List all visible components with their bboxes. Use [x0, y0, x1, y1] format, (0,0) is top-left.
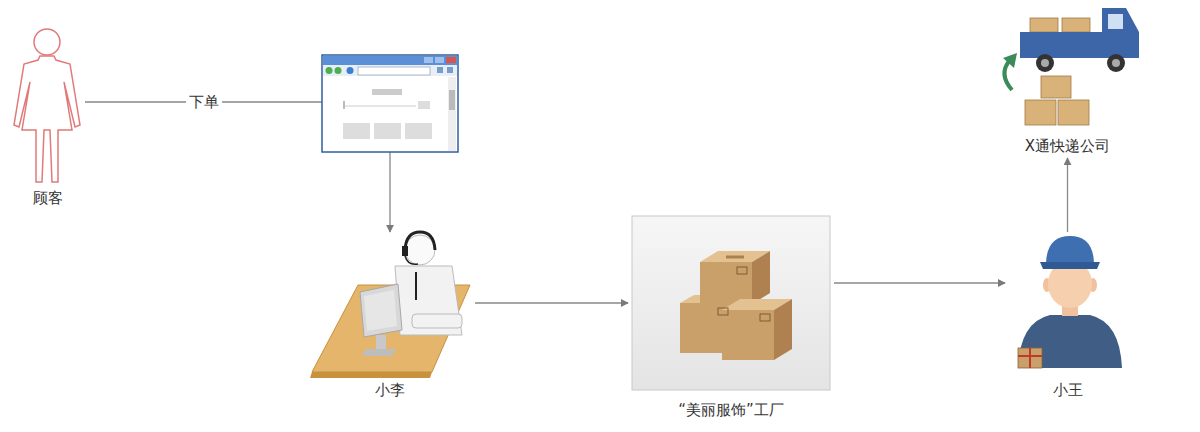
delivery-truck-part — [1062, 18, 1090, 32]
factory-panel — [632, 216, 830, 390]
delivery-truck — [1003, 8, 1139, 125]
courier-figure — [1018, 236, 1122, 368]
staff-at-desk-part — [376, 335, 386, 349]
node-label: X通快递公司 — [1023, 136, 1112, 156]
factory-panel-part — [737, 267, 747, 274]
staff-at-desk-part — [310, 372, 432, 378]
express-company-node: X通快递公司 — [990, 3, 1145, 158]
courier-figure-part — [1018, 348, 1042, 368]
delivery-truck-part — [1041, 59, 1049, 67]
staff-at-desk-part — [415, 272, 417, 300]
factory-panel-part — [752, 251, 770, 304]
customer-node: 顾客 — [10, 25, 85, 210]
delivery-truck-part — [1102, 8, 1139, 58]
delivery-truck-part — [1020, 32, 1102, 58]
customer-figure-part — [14, 56, 80, 182]
courier-figure-part — [1040, 262, 1100, 269]
courier-figure-part — [1018, 355, 1042, 357]
browser-window-part — [322, 55, 458, 152]
browser-window-part — [405, 123, 432, 139]
browser-window-part — [343, 123, 370, 139]
browser-window-part — [448, 77, 456, 151]
browser-window — [322, 55, 458, 152]
node-label: “美丽服饰”工厂 — [676, 400, 786, 420]
factory-panel-part — [700, 262, 752, 304]
node-label: 顾客 — [31, 188, 65, 208]
staff-at-desk-part — [412, 314, 462, 328]
flow-arrow — [834, 282, 1005, 283]
courier-node: 小王 — [1005, 232, 1130, 402]
customer-figure — [14, 29, 80, 182]
browser-window-part — [418, 101, 430, 109]
delivery-truck-part — [1108, 14, 1123, 29]
browser-window-part — [437, 67, 443, 73]
staff-at-desk-part — [362, 349, 396, 356]
delivery-truck-part — [1041, 76, 1071, 98]
flow-arrow — [1067, 158, 1068, 232]
edge-label: 下单 — [186, 92, 222, 112]
factory-panel-part — [760, 314, 770, 321]
browser-window-part — [374, 123, 401, 139]
browser-window-part — [447, 67, 453, 73]
browser-window-part — [372, 89, 402, 95]
browser-window-part — [323, 65, 457, 76]
customer-figure-part — [34, 29, 60, 55]
factory-panel-part — [726, 256, 744, 259]
flow-arrow — [475, 302, 628, 303]
browser-window-part — [446, 57, 456, 63]
browser-window-part — [449, 90, 455, 110]
courier-figure-part — [1046, 236, 1094, 263]
staff-at-desk — [310, 232, 470, 378]
browser-window-part — [424, 57, 433, 63]
delivery-truck-part — [1003, 53, 1017, 68]
node-label: 小李 — [373, 380, 407, 400]
staff-at-desk-part — [405, 232, 435, 250]
delivery-truck-part — [1058, 100, 1089, 125]
delivery-truck-part — [1107, 54, 1125, 72]
browser-window-part — [335, 67, 342, 74]
factory-panel-part — [718, 308, 728, 315]
staff-at-desk-part — [364, 290, 397, 331]
staff-at-desk-part — [402, 246, 408, 256]
browser-window-part — [343, 101, 345, 109]
factory-panel-part — [722, 310, 774, 360]
browser-window-part — [326, 67, 333, 74]
staff-at-desk-part — [405, 235, 435, 265]
delivery-truck-part — [1036, 54, 1054, 72]
browser-window-part — [323, 56, 457, 65]
factory-panel-part — [774, 299, 792, 360]
browser-window-part — [435, 57, 444, 63]
delivery-truck-part — [1025, 100, 1056, 125]
staff-at-desk-part — [360, 284, 402, 337]
browser-window-part — [347, 67, 354, 74]
delivery-truck-part — [1112, 59, 1120, 67]
factory-node: “美丽服饰”工厂 — [628, 212, 834, 422]
courier-figure-part — [1029, 348, 1031, 368]
factory-panel-part — [632, 216, 830, 390]
staff-at-desk-part — [405, 256, 418, 264]
browser-window-part — [343, 106, 416, 107]
staff-node: 小李 — [305, 232, 475, 402]
staff-at-desk-part — [395, 266, 462, 335]
courier-figure-part — [1018, 315, 1122, 368]
delivery-truck-part — [1030, 18, 1058, 32]
node-label: 小王 — [1051, 380, 1085, 400]
browser-window-part — [358, 67, 430, 75]
